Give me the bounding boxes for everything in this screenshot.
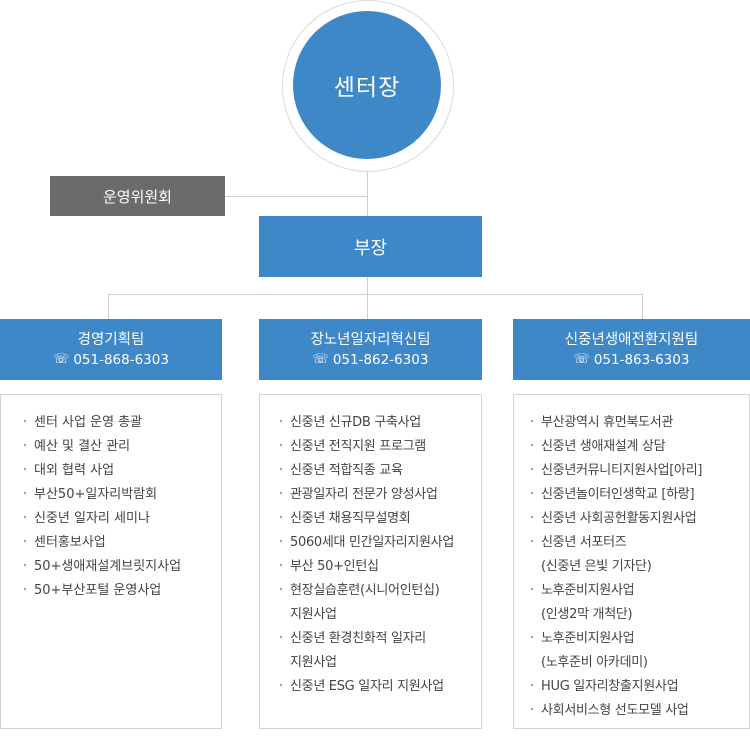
- telephone-icon: ☏: [573, 351, 590, 367]
- duty-item: 신중년 사회공헌활동지원사업: [530, 507, 749, 531]
- team-name: 신중년생애전환지원팀: [564, 331, 699, 348]
- director-label: 부장: [353, 237, 388, 259]
- duty-item: 신중년 신규DB 구축사업: [279, 411, 481, 435]
- duty-item: 신중년 서포터즈: [530, 531, 749, 555]
- connector-team-2: [367, 294, 368, 319]
- duty-item: 부산광역시 휴먼북도서관: [530, 411, 749, 435]
- team-phone-row: ☏ 051-863-6303: [574, 350, 690, 370]
- team-phone-row: ☏ 051-862-6303: [313, 350, 429, 370]
- duty-item: HUG 일자리창출지원사업: [530, 675, 749, 699]
- connector-teams-horizontal: [108, 294, 642, 295]
- team-header-management: 경영기획팀 ☏ 051-868-6303: [0, 319, 222, 380]
- team-phone-row: ☏ 051-868-6303: [53, 350, 169, 370]
- duty-item: 신중년 생애재설계 상담: [530, 435, 749, 459]
- duties-panel-management: 센터 사업 운영 총괄 예산 및 결산 관리 대외 협력 사업 부산50+일자리…: [0, 394, 222, 729]
- duties-panel-job-innovation: 신중년 신규DB 구축사업 신중년 전직지원 프로그램 신중년 적합직종 교육 …: [259, 394, 482, 729]
- team-header-job-innovation: 장노년일자리혁신팀 ☏ 051-862-6303: [259, 319, 482, 380]
- duties-list: 부산광역시 휴먼북도서관 신중년 생애재설계 상담 신중년커뮤니티지원사업[아리…: [530, 411, 749, 723]
- team-phone-number: 051-868-6303: [73, 351, 169, 368]
- center-head-node: 센터장: [293, 11, 441, 159]
- team-name: 장노년일자리혁신팀: [310, 331, 431, 348]
- duty-item: 신중년 적합직종 교육: [279, 459, 481, 483]
- duty-item: 관광일자리 전문가 양성사업: [279, 483, 481, 507]
- duty-item: 신중년 채용직무설명회: [279, 507, 481, 531]
- duty-item: 센터 사업 운영 총괄: [23, 411, 221, 435]
- duty-item: 신중년 전직지원 프로그램: [279, 435, 481, 459]
- connector-team-1: [108, 294, 109, 319]
- telephone-icon: ☏: [312, 351, 329, 367]
- committee-label: 운영위원회: [102, 187, 172, 206]
- team-phone-number: 051-862-6303: [332, 351, 429, 368]
- duty-item: 신중년커뮤니티지원사업[아리]: [530, 459, 749, 483]
- duties-list: 신중년 신규DB 구축사업 신중년 전직지원 프로그램 신중년 적합직종 교육 …: [279, 411, 481, 699]
- duty-item: 대외 협력 사업: [23, 459, 221, 483]
- duty-item: 신중년 일자리 세미나: [23, 507, 221, 531]
- duty-item: 사회서비스형 선도모델 사업: [530, 699, 749, 723]
- connector-head-to-director: [367, 159, 368, 216]
- telephone-icon: ☏: [53, 351, 70, 367]
- duty-item: 50+부산포털 운영사업: [23, 579, 221, 603]
- duty-item: 50+생애재설계브릿지사업: [23, 555, 221, 579]
- duty-item: 부산 50+인턴십: [279, 555, 481, 579]
- team-header-life-transition: 신중년생애전환지원팀 ☏ 051-863-6303: [513, 319, 750, 380]
- duty-item: 노후준비지원사업: [530, 627, 749, 651]
- duty-item: 신중년놀이터인생학교 [하랑]: [530, 483, 749, 507]
- duty-item: 신중년 ESG 일자리 지원사업: [279, 675, 481, 699]
- duty-item-continuation: (노후준비 아카데미): [541, 655, 648, 670]
- duty-item-continuation: (신중년 은빛 기자단): [541, 559, 652, 574]
- director-node: 부장: [259, 216, 482, 277]
- committee-node: 운영위원회: [50, 176, 225, 216]
- connector-committee: [225, 196, 367, 197]
- duties-list: 센터 사업 운영 총괄 예산 및 결산 관리 대외 협력 사업 부산50+일자리…: [23, 411, 221, 603]
- duty-item-continuation: 지원사업: [290, 607, 337, 622]
- duty-item: 현장실습훈련(시니어인턴십): [279, 579, 481, 603]
- duty-item: 예산 및 결산 관리: [23, 435, 221, 459]
- duty-item: 부산50+일자리박람회: [23, 483, 221, 507]
- connector-team-3: [642, 294, 643, 319]
- duty-item-continuation: (인생2막 개척단): [541, 607, 633, 622]
- duty-item: 신중년 환경친화적 일자리: [279, 627, 481, 651]
- duty-item: 노후준비지원사업: [530, 579, 749, 603]
- duty-item-continuation: 지원사업: [290, 655, 337, 670]
- duty-item: 센터홍보사업: [23, 531, 221, 555]
- duties-panel-life-transition: 부산광역시 휴먼북도서관 신중년 생애재설계 상담 신중년커뮤니티지원사업[아리…: [513, 394, 750, 729]
- team-name: 경영기획팀: [77, 331, 145, 348]
- duty-item: 5060세대 민간일자리지원사업: [279, 531, 481, 555]
- connector-director-down: [367, 277, 368, 294]
- team-phone-number: 051-863-6303: [593, 351, 690, 368]
- center-head-label: 센터장: [333, 75, 401, 101]
